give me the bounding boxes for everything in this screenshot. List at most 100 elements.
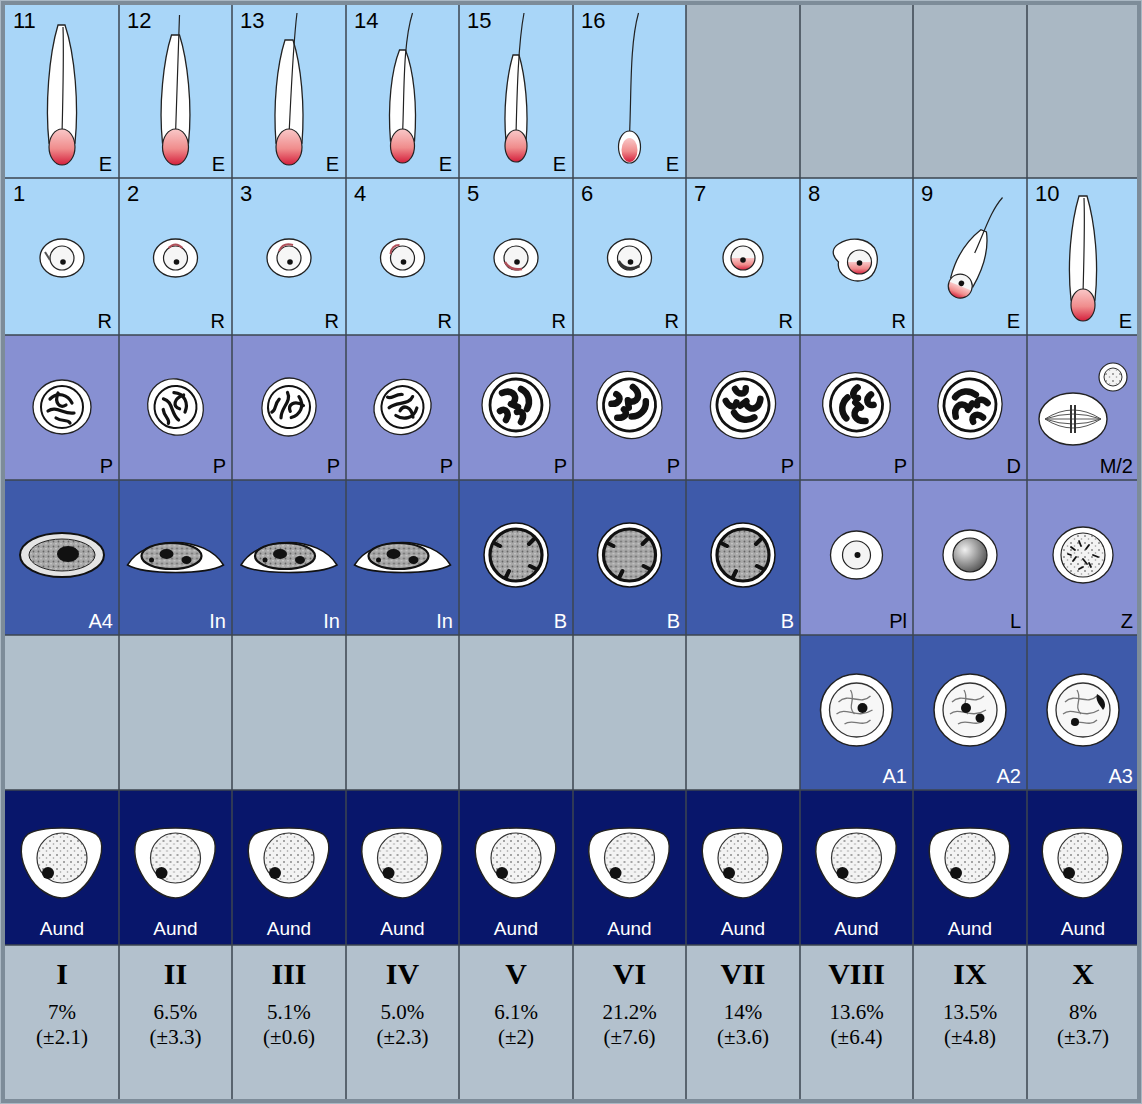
cell-drawing bbox=[391, 129, 415, 163]
stage-cell: 9E bbox=[913, 178, 1027, 335]
stage-cell: 5R bbox=[459, 178, 573, 335]
cell-drawing bbox=[362, 828, 443, 898]
cell-drawing bbox=[163, 129, 189, 165]
cell-drawing bbox=[702, 828, 783, 898]
stage-cell: In bbox=[346, 480, 459, 635]
cell-number: 5 bbox=[467, 182, 479, 206]
cell-drawing bbox=[731, 246, 755, 270]
cell-drawing bbox=[1042, 828, 1123, 898]
cell-drawing bbox=[857, 260, 863, 266]
cell-type-label: E bbox=[439, 153, 452, 175]
cell-drawing bbox=[161, 15, 190, 165]
cell-drawing bbox=[821, 674, 893, 746]
cell-drawing bbox=[958, 280, 965, 287]
cell-drawing bbox=[5, 178, 1139, 335]
cell-type-label: A2 bbox=[997, 765, 1021, 787]
cell-drawing bbox=[698, 360, 787, 451]
cell-number: 15 bbox=[467, 9, 491, 33]
cell-drawing bbox=[5, 790, 1139, 945]
cell-drawing bbox=[589, 828, 670, 898]
cell-type-label: A1 bbox=[883, 765, 907, 787]
cell-drawing bbox=[154, 239, 198, 277]
cell-number: 10 bbox=[1035, 182, 1059, 206]
stage-cell: 1R bbox=[5, 178, 119, 335]
cell-type-label: P bbox=[667, 455, 680, 477]
cell-drawing bbox=[40, 239, 84, 277]
cell-drawing bbox=[47, 25, 76, 143]
cell-drawing bbox=[505, 130, 527, 162]
cell-type-label: B bbox=[667, 610, 680, 632]
stage-cell: 6R bbox=[573, 178, 686, 335]
cell-drawing bbox=[929, 828, 1010, 898]
cell-drawing bbox=[1068, 541, 1098, 569]
cell-type-label: Aund bbox=[380, 919, 424, 940]
cell-drawing bbox=[21, 828, 102, 898]
cell-drawing bbox=[494, 239, 538, 277]
stage-cell: B bbox=[686, 480, 800, 635]
cell-drawing bbox=[833, 239, 877, 281]
stage-cell: VI 21.2% (±7.6) bbox=[573, 945, 686, 1100]
cell-type-label: Aund bbox=[40, 919, 84, 940]
cell-drawing bbox=[1086, 545, 1089, 549]
stage-cell: Aund bbox=[686, 790, 800, 945]
stage-cell: 12E bbox=[119, 5, 232, 178]
cell-type-label: P bbox=[213, 455, 226, 477]
cell-drawing bbox=[128, 543, 224, 573]
cell-type-label: R bbox=[665, 310, 679, 332]
cell-drawing bbox=[1045, 419, 1101, 428]
cell-drawing bbox=[619, 13, 641, 163]
stage-cell: 3R bbox=[232, 178, 346, 335]
cell-type-label: M/2 bbox=[1100, 455, 1133, 477]
cell-drawing bbox=[961, 703, 971, 713]
cell-drawing bbox=[135, 828, 216, 898]
cell-drawing bbox=[1096, 694, 1105, 710]
cell-drawing bbox=[1079, 541, 1081, 546]
cell-drawing bbox=[279, 244, 293, 251]
cell-type-label: R bbox=[211, 310, 225, 332]
stage-frequency: 21.2% (±7.6) bbox=[602, 1000, 656, 1050]
cell-drawing bbox=[390, 13, 416, 163]
cell-number: 13 bbox=[240, 9, 264, 33]
spermatogonia bbox=[20, 523, 1123, 898]
stage-cell: D bbox=[913, 335, 1027, 480]
cell-type-label: Z bbox=[1121, 610, 1133, 632]
stage-cell: 16E bbox=[573, 5, 686, 178]
cell-drawing bbox=[1039, 393, 1107, 445]
cell-drawing bbox=[475, 828, 556, 898]
cell-drawing bbox=[1073, 557, 1076, 561]
cell-drawing bbox=[1047, 674, 1119, 746]
cell-type-label: In bbox=[436, 610, 453, 632]
stage-numeral: V bbox=[505, 957, 527, 990]
cell-drawing bbox=[1053, 527, 1113, 583]
cell-drawing bbox=[381, 239, 425, 277]
cell-type-label: Aund bbox=[607, 919, 651, 940]
stage-cell: P bbox=[232, 335, 346, 480]
stage-cell: V6.1% (±2) bbox=[459, 945, 573, 1100]
round-spermatids bbox=[40, 190, 1097, 321]
cell-drawing bbox=[833, 239, 877, 281]
stage-cell: Aund bbox=[1027, 790, 1139, 945]
stage-cell: L bbox=[913, 480, 1027, 635]
cell-drawing bbox=[953, 538, 987, 572]
cell-type-label: B bbox=[781, 610, 794, 632]
cell-drawing bbox=[1093, 555, 1098, 557]
cell-drawing bbox=[731, 246, 755, 270]
cell-drawing bbox=[1045, 419, 1101, 420]
cell-drawing bbox=[5, 5, 1139, 1100]
cell-number: 1 bbox=[13, 182, 25, 206]
cell-number: 4 bbox=[354, 182, 366, 206]
stage-cell: III5.1% (±0.6) bbox=[232, 945, 346, 1100]
cell-drawing bbox=[176, 15, 180, 135]
stage-cell: P bbox=[5, 335, 119, 480]
stage-cell: A3 bbox=[1027, 635, 1139, 790]
cell-drawing bbox=[831, 531, 883, 579]
stage-cell: P bbox=[800, 335, 913, 480]
stage-frequency: 14% (±3.6) bbox=[717, 1000, 769, 1050]
cell-drawing bbox=[1047, 674, 1119, 746]
cell-drawing bbox=[933, 366, 1008, 444]
stage-cell: A1 bbox=[800, 635, 913, 790]
cell-drawing bbox=[47, 25, 76, 165]
cell-type-label: E bbox=[666, 153, 679, 175]
stage-numeral: VI bbox=[613, 957, 646, 990]
cell-drawing bbox=[619, 131, 641, 163]
